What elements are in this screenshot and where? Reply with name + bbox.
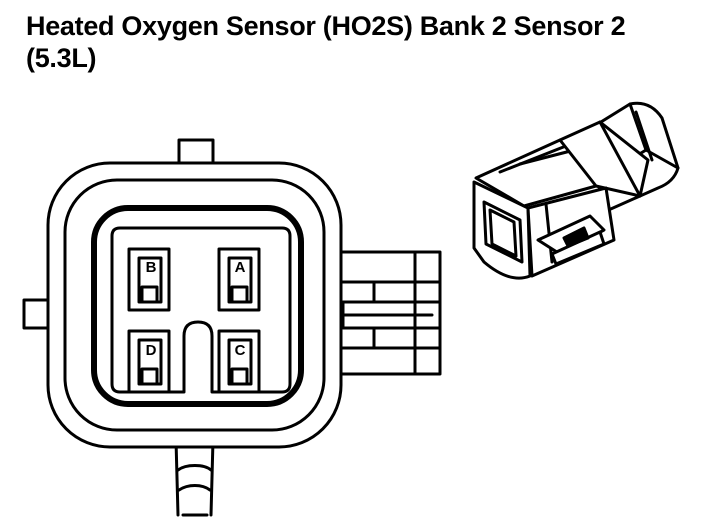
connector-shell-contour — [63, 178, 326, 432]
pin-label-a: A — [235, 259, 246, 276]
diagram-title-line-1: Heated Oxygen Sensor (HO2S) Bank 2 Senso… — [26, 11, 626, 41]
pin-c-cavity — [217, 329, 261, 394]
connector-perspective-view — [472, 101, 680, 280]
wire-strain-relief — [174, 438, 215, 517]
connector-outer-shell — [46, 161, 343, 449]
pin-a-cavity — [217, 247, 261, 312]
terminal-cavity-area — [110, 226, 292, 394]
side-latch — [334, 250, 442, 376]
pin-label-b: B — [146, 259, 157, 276]
pin-label-c: C — [235, 342, 246, 359]
pin-d-cavity — [127, 329, 171, 394]
diagram-title-line-2: (5.3L) — [26, 43, 97, 73]
diagram-title: Heated Oxygen Sensor (HO2S) Bank 2 Senso… — [26, 10, 686, 74]
connector-seal-ring — [91, 205, 304, 407]
connector-face-view — [22, 138, 442, 517]
pin-b-cavity — [127, 247, 171, 312]
pin-label-d: D — [146, 342, 157, 359]
